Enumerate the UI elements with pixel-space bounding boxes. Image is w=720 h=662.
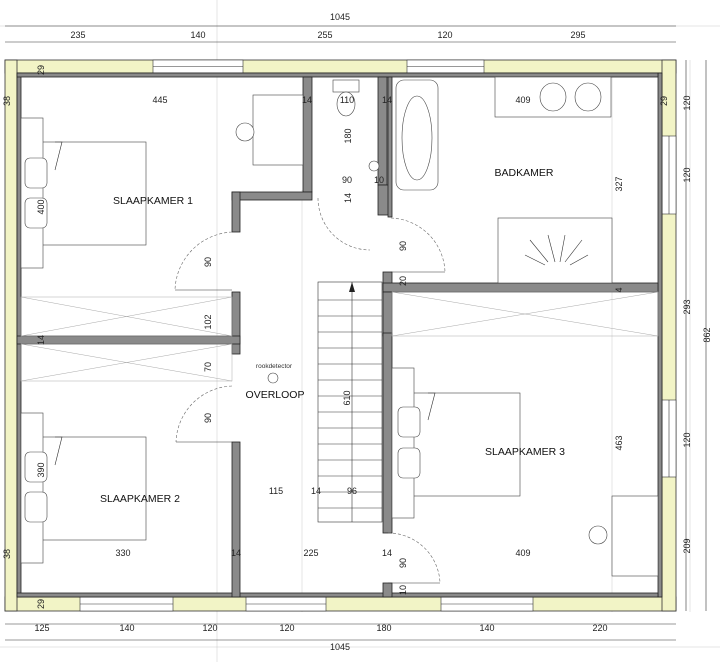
dim-interior: 445 [152,95,167,105]
dim-bottom: 140 [479,623,494,633]
dim-interior: 90 [398,241,408,251]
dim-interior: 70 [203,362,213,372]
dim-right: 120 [682,432,692,447]
dim-interior: 4 [614,287,624,292]
dim-right: 120 [682,95,692,110]
wardrobe-zones [20,291,659,382]
dim-interior: 102 [203,314,213,329]
dim-interior: 180 [343,128,353,143]
rookdetector-label: rookdetector [256,363,293,370]
dim-interior: 14 [343,193,353,203]
dim-top: 235 [70,30,85,40]
dim-right: 209 [682,538,692,553]
dim-interior: 14 [382,95,392,105]
dim-interior: 14 [36,335,46,345]
dim-interior: 90 [398,558,408,568]
dim-bottom: 220 [592,623,607,633]
dim-interior: 14 [311,486,321,496]
doors [174,197,446,584]
dim-interior: 327 [614,176,624,191]
dim-interior: 390 [36,462,46,477]
dim-interior: 29 [36,599,46,609]
dim-interior: 330 [115,548,130,558]
dim-interior: 20 [398,276,408,286]
dim-bottom: 120 [202,623,217,633]
dim-interior: 10 [374,175,384,185]
outer-walls [4,59,677,612]
room-label-slaapkamer-1: SLAAPKAMER 1 [113,195,193,207]
dim-interior: 14 [302,95,312,105]
dim-right-total: 862 [702,327,712,342]
room-label-slaapkamer-2: SLAAPKAMER 2 [100,493,180,505]
furniture [20,76,659,577]
dim-interior: 115 [269,486,283,496]
dim-interior: 96 [347,486,357,496]
room-label-overloop: OVERLOOP [246,389,305,401]
dim-interior: 14 [231,548,241,558]
dim-interior: 90 [203,257,213,267]
dim-interior: 90 [342,175,352,185]
staircase [317,281,383,523]
dim-bottom-total: 1045 [330,642,350,652]
dim-bottom: 125 [34,623,49,633]
dim-right: 120 [682,167,692,182]
dim-interior: 409 [515,95,530,105]
dim-interior: 90 [203,413,213,423]
dim-bottom: 180 [376,623,391,633]
dim-right: 293 [682,299,692,314]
dim-interior: 10 [398,585,408,595]
room-label-badkamer: BADKAMER [495,167,554,179]
dim-interior: 409 [515,548,530,558]
dim-top: 255 [317,30,332,40]
dim-top: 295 [570,30,585,40]
dimension-lines [5,25,707,641]
dim-bottom: 120 [279,623,294,633]
dim-interior: 400 [36,199,46,214]
dim-interior: 225 [303,548,318,558]
dim-interior: 38 [2,96,12,106]
dim-top: 140 [190,30,205,40]
dim-interior: 14 [382,548,392,558]
dim-interior: 110 [340,95,354,105]
dim-top: 120 [437,30,452,40]
dim-interior: 610 [342,390,352,405]
dim-interior: 38 [2,549,12,559]
dim-bottom: 140 [119,623,134,633]
dim-interior: 29 [36,65,46,75]
dim-top-total: 1045 [330,12,350,22]
dim-interior: 463 [614,435,624,450]
dim-interior: 29 [659,96,669,106]
room-label-slaapkamer-3: SLAAPKAMER 3 [485,446,565,458]
